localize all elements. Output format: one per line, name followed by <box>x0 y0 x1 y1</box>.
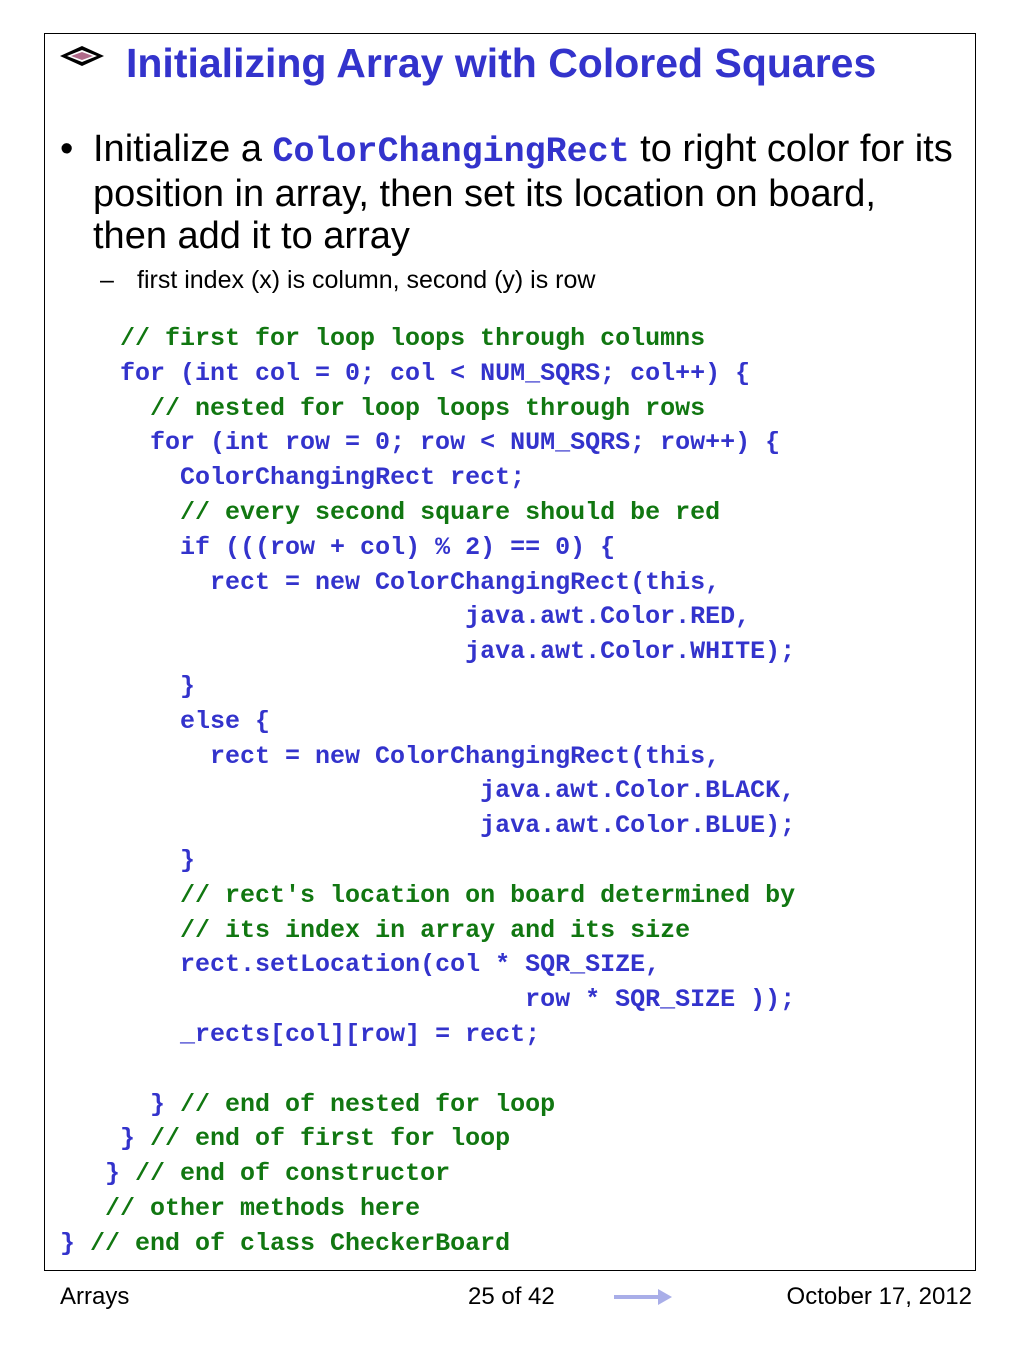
code-comment: // end of class CheckerBoard <box>90 1228 511 1258</box>
code-indent <box>60 498 180 527</box>
code-indent <box>60 637 465 666</box>
code-indent <box>60 707 180 736</box>
code-block: // first for loop loops through columns … <box>60 322 795 1262</box>
code-text: java.awt.Color.WHITE); <box>465 637 796 667</box>
code-indent <box>60 776 480 805</box>
code-text: for (int col = 0; col < NUM_SQRS; col++)… <box>120 358 751 388</box>
code-line: if (((row + col) % 2) == 0) { <box>60 531 795 566</box>
code-indent <box>60 463 180 492</box>
code-text: java.awt.Color.RED, <box>465 602 751 632</box>
code-line: java.awt.Color.BLUE); <box>60 809 795 844</box>
code-line: ColorChangingRect rect; <box>60 461 795 496</box>
code-text: rect = new ColorChangingRect(this, <box>210 567 721 597</box>
code-indent <box>60 533 180 562</box>
code-line: rect = new ColorChangingRect(this, <box>60 740 795 775</box>
code-line: // other methods here <box>60 1192 795 1227</box>
code-line: rect.setLocation(col * SQR_SIZE, <box>60 948 795 983</box>
code-text: } <box>180 671 196 701</box>
code-text: ColorChangingRect rect; <box>180 463 526 493</box>
code-line: } <box>60 670 795 705</box>
code-comment: // its index in array and its size <box>180 915 691 945</box>
code-line: } // end of first for loop <box>60 1122 795 1157</box>
code-line: // rect's location on board determined b… <box>60 879 795 914</box>
code-line: for (int col = 0; col < NUM_SQRS; col++)… <box>60 357 795 392</box>
code-indent <box>60 1090 150 1119</box>
code-indent <box>60 672 180 701</box>
main-bullet: Initialize a ColorChangingRect to right … <box>93 128 953 257</box>
code-line: row * SQR_SIZE )); <box>60 983 795 1018</box>
code-text: for (int row = 0; row < NUM_SQRS; row++)… <box>150 428 781 458</box>
diamond-bullet-icon <box>60 46 104 66</box>
bullet-text-before: Initialize a <box>93 128 273 170</box>
code-line: // first for loop loops through columns <box>60 322 795 357</box>
code-indent <box>60 1194 105 1223</box>
code-indent <box>60 394 150 423</box>
code-text: java.awt.Color.BLACK, <box>480 776 796 806</box>
code-indent <box>60 428 150 457</box>
code-comment: // first for loop loops through columns <box>120 324 706 353</box>
code-line: // nested for loop loops through rows <box>60 392 795 427</box>
code-line: java.awt.Color.BLACK, <box>60 774 795 809</box>
footer-page-number: 25 of 42 <box>468 1283 555 1310</box>
code-indent <box>60 881 180 910</box>
code-indent <box>60 568 210 597</box>
code-line: java.awt.Color.RED, <box>60 600 795 635</box>
code-indent <box>60 1020 180 1049</box>
code-comment: // nested for loop loops through rows <box>150 393 706 423</box>
code-text: if (((row + col) % 2) == 0) { <box>180 532 616 562</box>
code-comment: // rect's location on board determined b… <box>180 880 796 910</box>
code-line: _rects[col][row] = rect; <box>60 1018 795 1053</box>
code-comment: // end of nested for loop <box>180 1089 556 1119</box>
code-comment: // other methods here <box>105 1193 421 1223</box>
code-indent <box>60 846 180 875</box>
code-line: for (int row = 0; row < NUM_SQRS; row++)… <box>60 426 795 461</box>
code-indent <box>60 1159 105 1188</box>
code-line: else { <box>60 705 795 740</box>
code-comment: // end of constructor <box>135 1159 451 1189</box>
code-indent <box>60 916 180 945</box>
code-indent <box>60 602 465 631</box>
code-text: rect.setLocation(col * SQR_SIZE, <box>180 950 661 980</box>
code-line: // its index in array and its size <box>60 914 795 949</box>
footer-section-title: Arrays <box>60 1283 130 1310</box>
code-line: } // end of nested for loop <box>60 1088 795 1123</box>
code-line: rect = new ColorChangingRect(this, <box>60 566 795 601</box>
code-indent <box>60 742 210 771</box>
footer-date: October 17, 2012 <box>786 1283 972 1310</box>
code-text: rect = new ColorChangingRect(this, <box>210 741 721 771</box>
sub-bullet: first index (x) is column, second (y) is… <box>137 266 596 294</box>
slide-frame <box>44 33 976 1271</box>
code-text: java.awt.Color.BLUE); <box>480 811 796 841</box>
code-indent <box>60 811 480 840</box>
code-line: // every second square should be red <box>60 496 795 531</box>
code-line <box>60 1053 795 1088</box>
code-text: row * SQR_SIZE )); <box>525 985 796 1015</box>
code-line: java.awt.Color.WHITE); <box>60 635 795 670</box>
code-indent <box>60 1124 120 1153</box>
right-arrow-icon[interactable] <box>612 1285 674 1309</box>
code-indent <box>60 324 120 353</box>
code-text: } <box>60 1228 91 1258</box>
code-text: } <box>150 1089 181 1119</box>
code-comment: // end of first for loop <box>150 1124 511 1154</box>
code-line: } // end of class CheckerBoard <box>60 1227 795 1262</box>
code-indent <box>60 985 525 1014</box>
code-text: _rects[col][row] = rect; <box>180 1019 541 1049</box>
code-text: else { <box>180 706 271 736</box>
code-text: } <box>180 845 196 875</box>
sub-bullet-marker: – <box>100 266 114 294</box>
slide-title: Initializing Array with Colored Squares <box>126 40 877 86</box>
bullet-inline-code: ColorChangingRect <box>272 132 630 172</box>
code-indent <box>60 950 180 979</box>
code-line: } <box>60 844 795 879</box>
code-text: } <box>120 1124 151 1154</box>
bullet-marker: • <box>60 128 74 170</box>
code-comment: // every second square should be red <box>180 497 721 527</box>
bullet-text-after: to right color for its position in array… <box>93 128 953 257</box>
code-text: } <box>105 1159 136 1189</box>
code-line: } // end of constructor <box>60 1157 795 1192</box>
code-indent <box>60 359 120 388</box>
